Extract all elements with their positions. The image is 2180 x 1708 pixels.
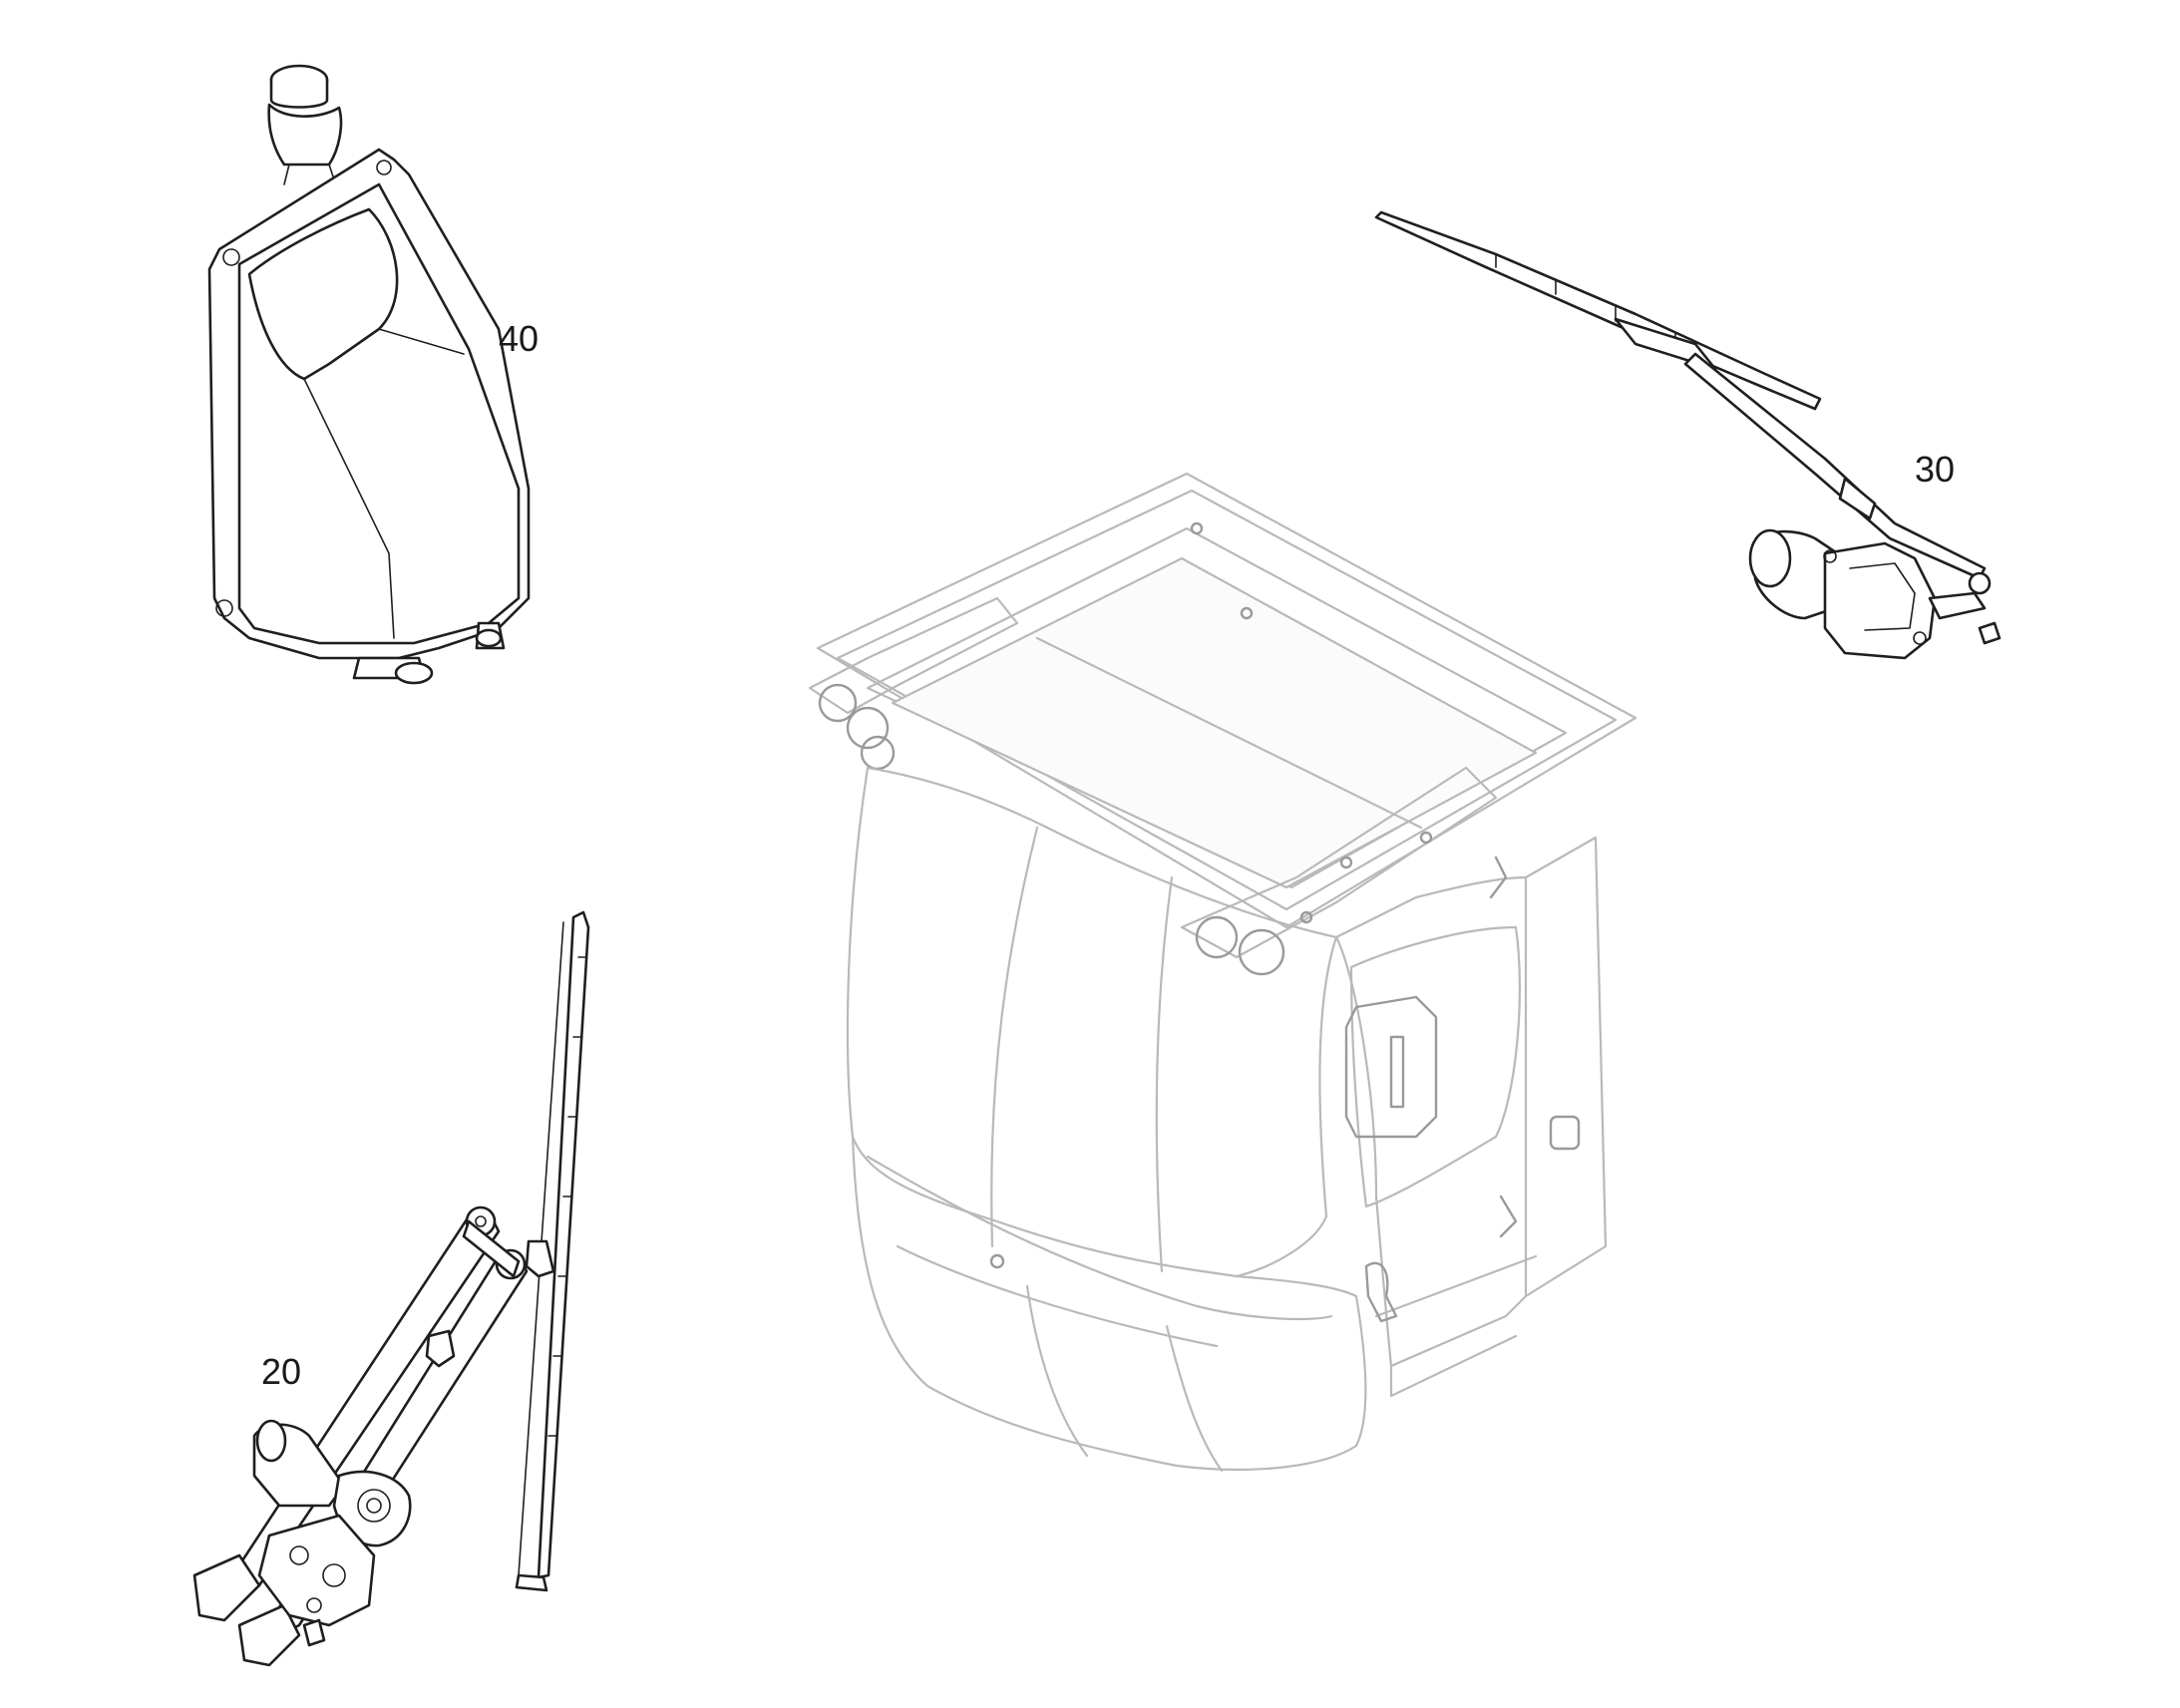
cab-assembly: [808, 472, 1637, 1473]
callout-20: 20: [261, 1351, 301, 1392]
front-wiper-assembly: [192, 910, 590, 1667]
callout-30: 30: [1915, 449, 1955, 490]
washer-fluid-tank: [207, 64, 531, 685]
rear-wiper-assembly: [1374, 210, 2001, 660]
callout-40: 40: [499, 318, 539, 359]
